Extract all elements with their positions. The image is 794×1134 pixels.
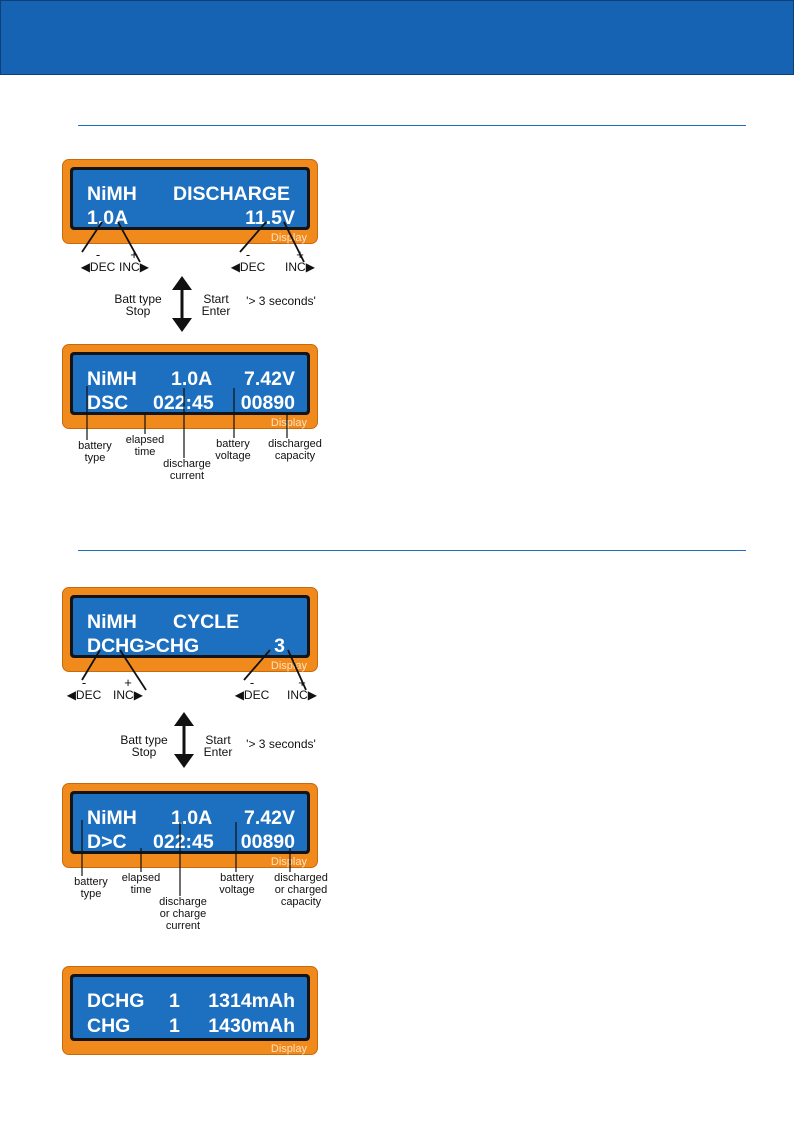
lcd-screen: NiMH CYCLE DCHG>CHG 3	[73, 598, 307, 658]
lcd-text: D>C	[87, 831, 127, 853]
lcd-line-2: DCHG>CHG 3	[87, 634, 295, 658]
dec-button-left[interactable]: - ◀DEC	[78, 248, 118, 274]
battery-voltage-label: battery voltage	[215, 438, 251, 462]
lcd-frame: NiMH 1.0A 7.42V DSC 022:45 00890	[70, 352, 310, 415]
lcd-text: 11.5V	[245, 207, 295, 229]
lcd-text: 022:45	[153, 831, 214, 853]
lcd-discharge-setup: NiMH DISCHARGE 1.0A 11.5V Display	[62, 159, 318, 244]
lcd-discharge-run: NiMH 1.0A 7.42V DSC 022:45 00890 Display	[62, 344, 318, 429]
lcd-text: CHG	[87, 1015, 131, 1037]
inc-button-left[interactable]: + INC▶	[106, 676, 150, 702]
discharge-current-label: discharge current	[163, 458, 211, 482]
lcd-text: 00890	[240, 831, 295, 853]
lcd-text: NiMH	[87, 368, 137, 390]
lcd-cycle-run: NiMH 1.0A 7.42V D>C 022:45 00890 Display	[62, 783, 318, 868]
dec-button-right[interactable]: - ◀DEC	[228, 248, 268, 274]
elapsed-time-label: elapsed time	[121, 872, 161, 896]
elapsed-time-label: elapsed time	[125, 434, 165, 458]
hold-time-label: '> 3 seconds'	[246, 737, 316, 751]
inc-button-right[interactable]: + INC▶	[280, 676, 324, 702]
display-tag: Display	[270, 1043, 307, 1055]
display-tag: Display	[270, 660, 307, 672]
start-enter-label: Start Enter	[201, 292, 231, 318]
lcd-screen: DCHG 1 1314mAh CHG 1 1430mAh	[73, 977, 307, 1038]
inc-label: INC▶	[287, 688, 317, 702]
lcd-text: NiMH	[87, 807, 137, 829]
inc-button-right[interactable]: + INC▶	[278, 248, 322, 274]
start-enter-label: Start Enter	[203, 733, 233, 759]
lcd-frame: NiMH CYCLE DCHG>CHG 3	[70, 595, 310, 658]
lcd-text: DISCHARGE	[173, 183, 291, 205]
discharge-or-charge-current-label: discharge or charge current	[159, 896, 207, 932]
lcd-line-2: CHG 1 1430mAh	[87, 1014, 295, 1038]
lcd-frame: NiMH DISCHARGE 1.0A 11.5V	[70, 167, 310, 230]
header-bar	[0, 0, 794, 75]
lcd-text: 1.0A	[171, 368, 213, 390]
lcd-text: CYCLE	[173, 611, 240, 633]
lcd-screen: NiMH 1.0A 7.42V D>C 022:45 00890	[73, 794, 307, 854]
dec-label: ◀DEC	[230, 260, 266, 274]
lcd-text: 022:45	[153, 392, 214, 414]
dec-label: ◀DEC	[234, 688, 270, 702]
lcd-frame: NiMH 1.0A 7.42V D>C 022:45 00890	[70, 791, 310, 854]
lcd-line-1: NiMH 1.0A 7.42V	[87, 806, 295, 830]
inc-label: INC▶	[285, 260, 315, 274]
lcd-line-2: 1.0A 11.5V	[87, 206, 295, 230]
lcd-text: 1.0A	[87, 207, 129, 229]
inc-button-left[interactable]: + INC▶	[112, 248, 156, 274]
lcd-text: 7.42V	[244, 368, 295, 390]
lcd-text: DSC	[87, 392, 129, 414]
lcd-screen: NiMH 1.0A 7.42V DSC 022:45 00890	[73, 355, 307, 415]
lcd-line-1: DCHG 1 1314mAh	[87, 989, 295, 1013]
batt-type-stop-label: Batt type Stop	[114, 292, 162, 318]
display-tag: Display	[270, 232, 307, 244]
dec-button-left[interactable]: - ◀DEC	[64, 676, 104, 702]
discharged-or-charged-capacity-label: discharged or charged capacity	[274, 872, 328, 908]
display-tag: Display	[270, 856, 307, 868]
dec-label: ◀DEC	[66, 688, 102, 702]
lcd-screen: NiMH DISCHARGE 1.0A 11.5V	[73, 170, 307, 230]
section-divider	[78, 125, 746, 126]
lcd-line-1: NiMH DISCHARGE	[87, 182, 295, 206]
discharged-capacity-label: discharged capacity	[268, 438, 322, 462]
lcd-text: NiMH	[87, 183, 137, 205]
batt-type-stop-label: Batt type Stop	[120, 733, 168, 759]
minus-label: -	[95, 247, 101, 262]
lcd-text: NiMH	[87, 611, 137, 633]
lcd-cycle-result: DCHG 1 1314mAh CHG 1 1430mAh Display	[62, 966, 318, 1055]
lcd-text: 1	[169, 990, 180, 1012]
lcd-text: 00890	[240, 392, 295, 414]
lcd-text: 3	[274, 635, 285, 657]
minus-label: -	[245, 247, 251, 262]
lcd-line-2: DSC 022:45 00890	[87, 391, 295, 415]
lcd-text: 1	[169, 1015, 180, 1037]
dec-button-right[interactable]: - ◀DEC	[232, 676, 272, 702]
lcd-cycle-setup: NiMH CYCLE DCHG>CHG 3 Display	[62, 587, 318, 672]
section-divider	[78, 550, 746, 551]
lcd-text: 1.0A	[171, 807, 213, 829]
lcd-text: DCHG>CHG	[87, 635, 200, 657]
minus-label: -	[81, 675, 87, 690]
hold-time-label: '> 3 seconds'	[246, 294, 316, 308]
lcd-text: 7.42V	[244, 807, 295, 829]
lcd-frame: DCHG 1 1314mAh CHG 1 1430mAh	[70, 974, 310, 1041]
inc-label: INC▶	[119, 260, 149, 274]
battery-voltage-label: battery voltage	[219, 872, 255, 896]
lcd-text: 1430mAh	[208, 1015, 295, 1037]
battery-type-label: battery type	[78, 440, 112, 464]
display-tag: Display	[270, 417, 307, 429]
minus-label: -	[249, 675, 255, 690]
lcd-line-2: D>C 022:45 00890	[87, 830, 295, 854]
lcd-line-1: NiMH 1.0A 7.42V	[87, 367, 295, 391]
battery-type-label: battery type	[74, 876, 108, 900]
lcd-text: DCHG	[87, 990, 145, 1012]
lcd-line-1: NiMH CYCLE	[87, 610, 295, 634]
inc-label: INC▶	[113, 688, 143, 702]
lcd-text: 1314mAh	[208, 990, 295, 1012]
dec-label: ◀DEC	[80, 260, 116, 274]
